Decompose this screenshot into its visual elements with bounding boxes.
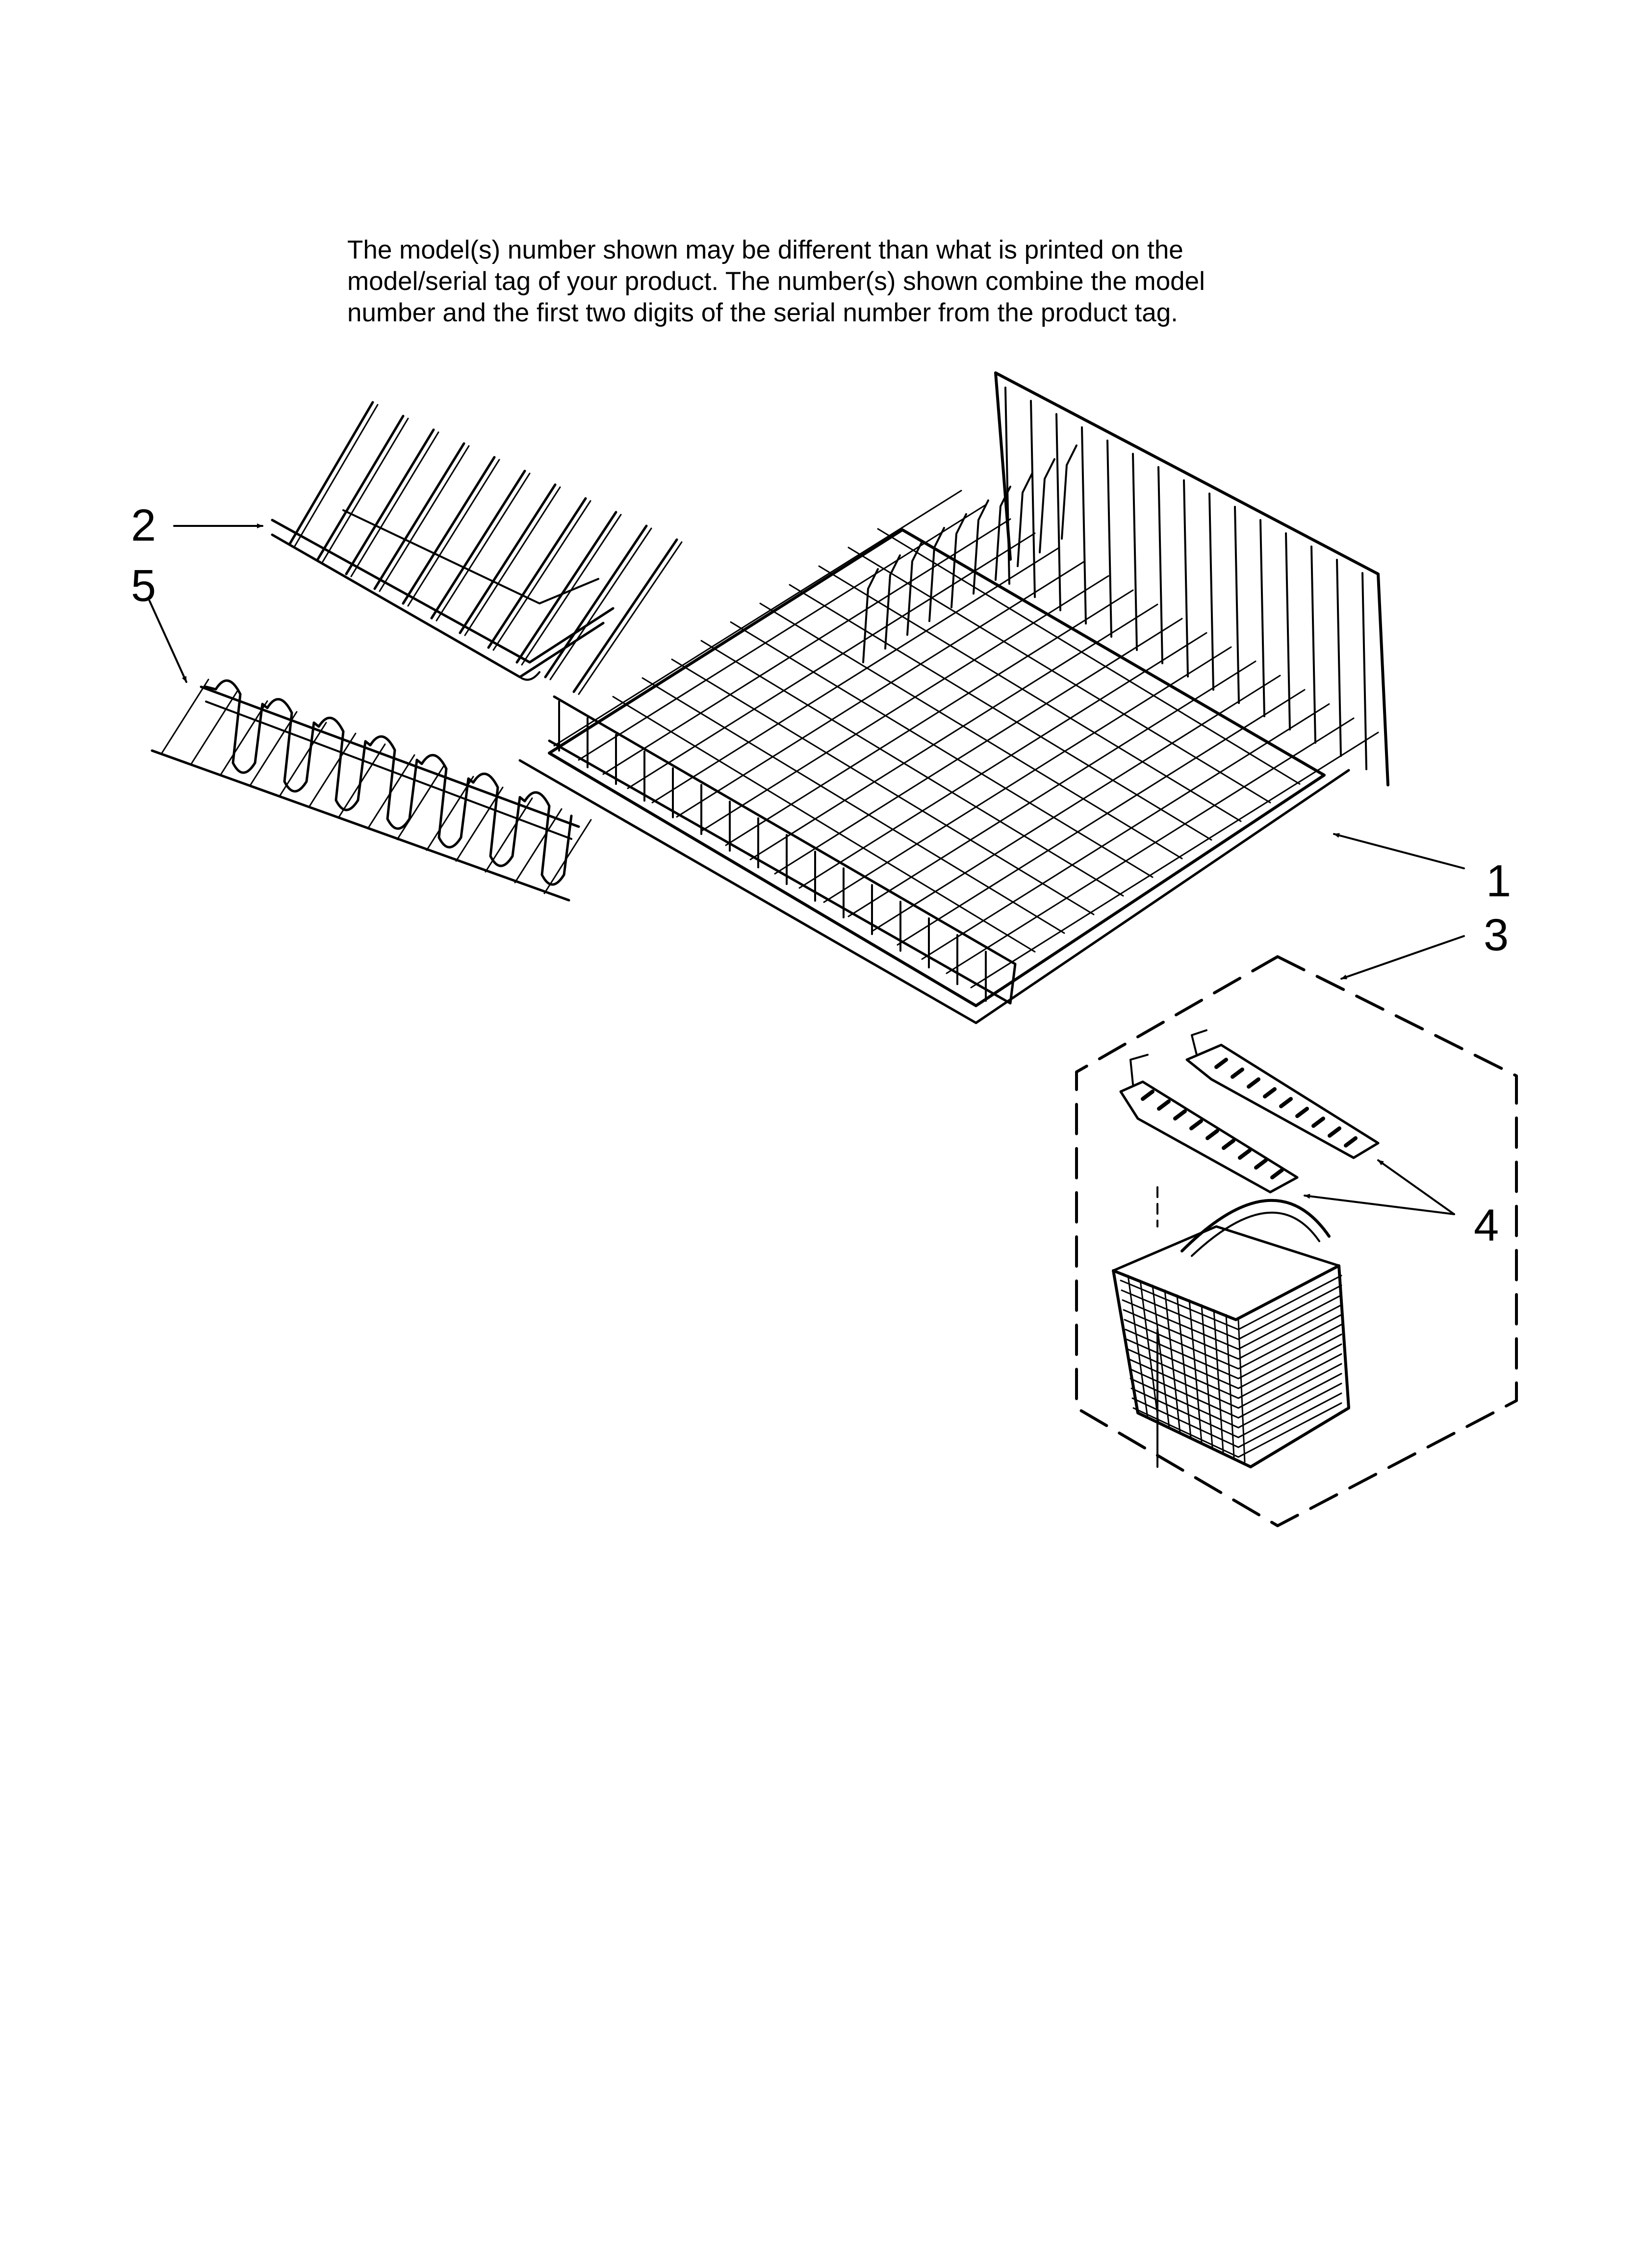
callout-4: 4 xyxy=(1474,1200,1499,1251)
dashed-hexagon-outline xyxy=(1075,955,1518,1527)
disclaimer-line: The model(s) number shown may be differe… xyxy=(347,235,1183,264)
callout-1: 1 xyxy=(1486,856,1512,906)
callout-2: 2 xyxy=(131,500,156,550)
part-2-tine-rack xyxy=(271,401,683,695)
leader-line-4b xyxy=(1304,1194,1455,1215)
leader-line-1 xyxy=(1333,833,1465,869)
leader-line-5 xyxy=(149,600,187,683)
leader-line-4a xyxy=(1377,1159,1455,1215)
part-5-fold-down-rack xyxy=(151,678,592,902)
disclaimer-line: model/serial tag of your product. The nu… xyxy=(347,267,1205,296)
callout-3: 3 xyxy=(1484,910,1509,960)
part-4-basket-lids xyxy=(1119,1029,1380,1194)
part-3-silverware-basket xyxy=(1075,955,1518,1527)
disclaimer-line: number and the first two digits of the s… xyxy=(347,298,1178,327)
leader-line-3 xyxy=(1340,935,1465,980)
callout-5: 5 xyxy=(131,561,156,611)
disclaimer-text: The model(s) number shown may be differe… xyxy=(347,235,1328,329)
part-1-upper-rack xyxy=(518,371,1389,1024)
